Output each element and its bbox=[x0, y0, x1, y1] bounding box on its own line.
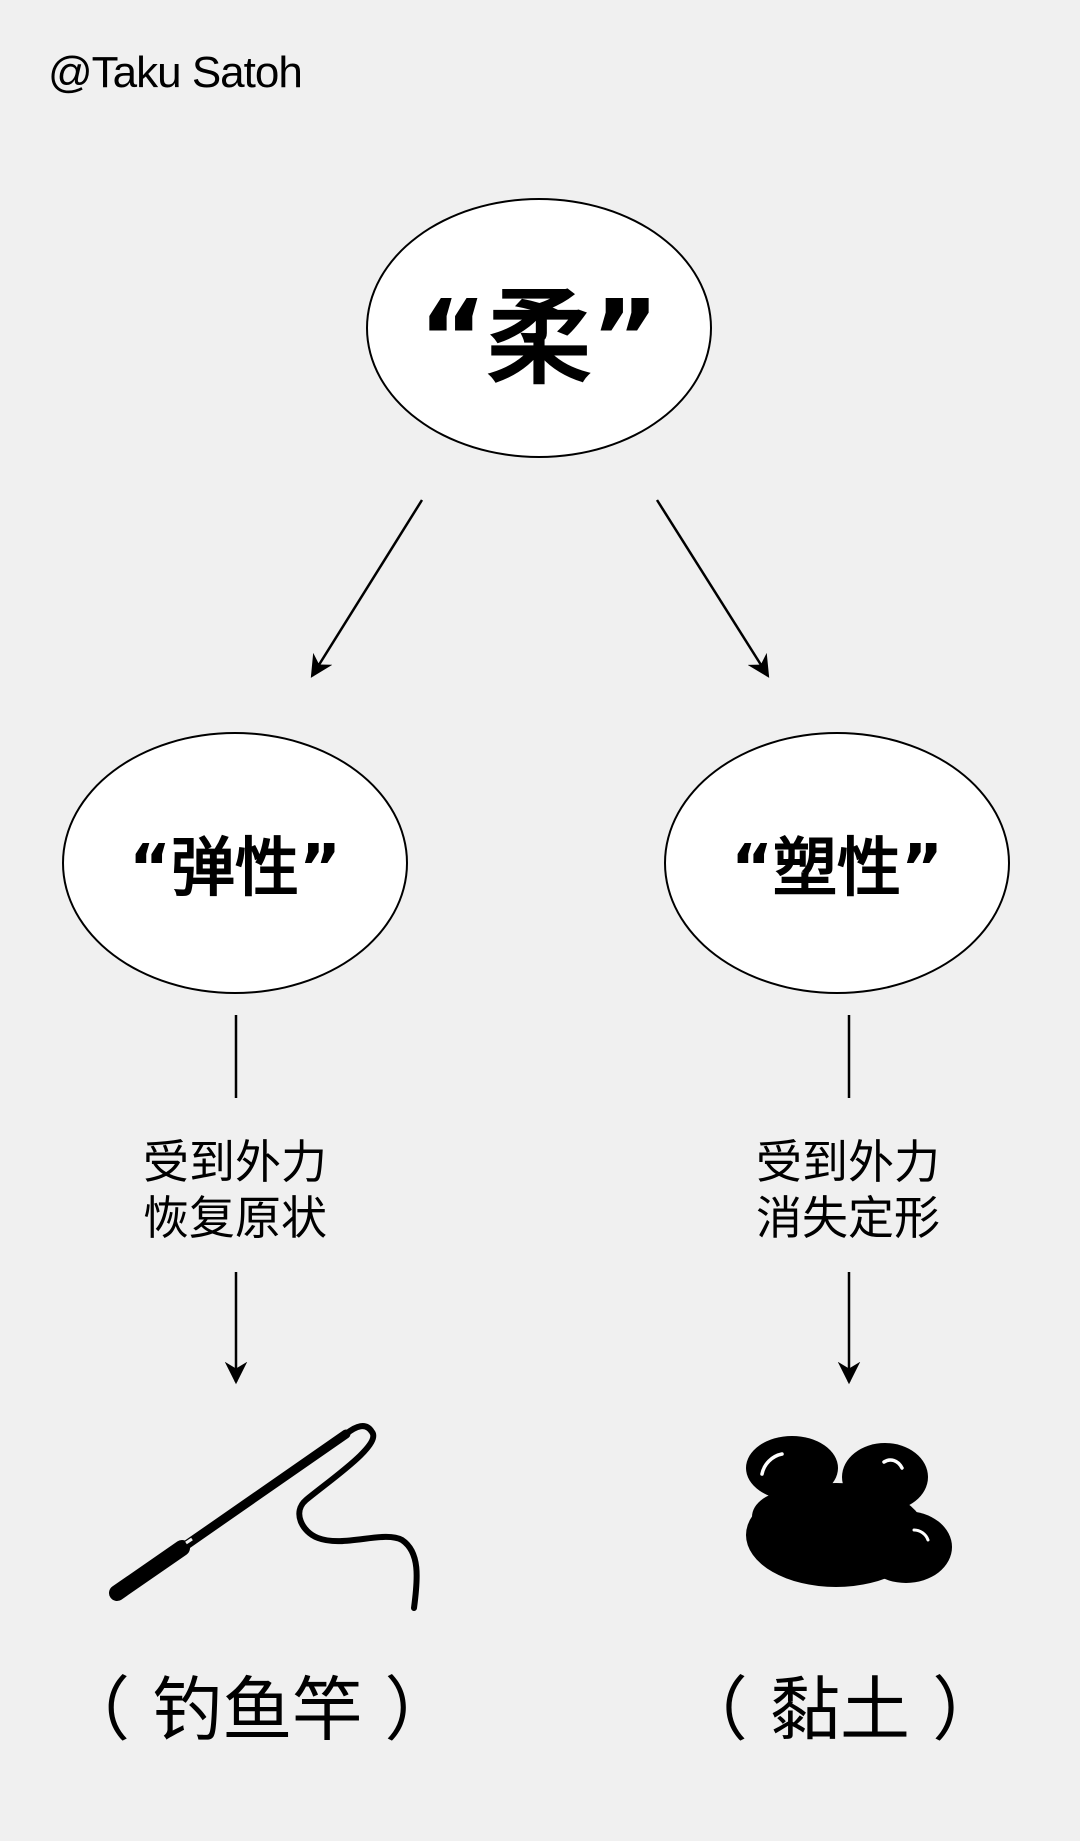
example-fishing-rod-label: （ 钓鱼竿 ） bbox=[60, 1669, 455, 1751]
fishing-rod-icon bbox=[109, 1423, 420, 1611]
caption-plasticity: 受到外力 消失定形 bbox=[718, 1134, 978, 1246]
arrow-root-to-left bbox=[310, 499, 424, 678]
node-root-label: “柔” bbox=[418, 276, 660, 399]
node-plasticity-label: “塑性” bbox=[730, 832, 944, 906]
caption-plasticity-line-1: 受到外力 bbox=[756, 1135, 940, 1189]
node-root: “柔” bbox=[366, 198, 712, 458]
credit-text: @Taku Satoh bbox=[48, 48, 303, 97]
caption-elasticity-line-1: 受到外力 bbox=[143, 1135, 327, 1189]
node-elasticity-label: “弹性” bbox=[128, 832, 342, 906]
example-clay-label: （ 黏土 ） bbox=[677, 1669, 1003, 1751]
caption-plasticity-line-2: 消失定形 bbox=[756, 1191, 940, 1245]
arrow-root-to-right bbox=[655, 499, 770, 678]
node-plasticity: “塑性” bbox=[664, 732, 1010, 994]
caption-elasticity-line-2: 恢复原状 bbox=[143, 1191, 327, 1245]
clay-blob-icon bbox=[746, 1436, 952, 1587]
caption-elasticity: 受到外力 恢复原状 bbox=[105, 1134, 365, 1246]
node-elasticity: “弹性” bbox=[62, 732, 408, 994]
